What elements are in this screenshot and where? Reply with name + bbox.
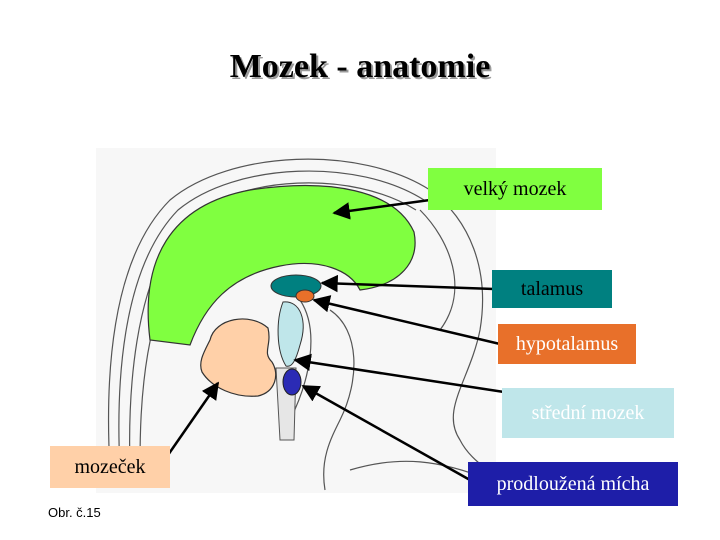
hypothalamus-shape [296, 290, 314, 302]
label-velky-mozek: velký mozek [428, 168, 602, 210]
label-prodlouzena-micha: prodloužená mícha [468, 462, 678, 506]
label-stredni-mozek: střední mozek [502, 388, 674, 438]
medulla-shape [283, 369, 301, 395]
label-hypotalamus: hypotalamus [498, 324, 636, 364]
label-mozecek: mozeček [50, 446, 170, 488]
label-talamus: talamus [492, 270, 612, 308]
figure-caption: Obr. č.15 [48, 505, 101, 520]
